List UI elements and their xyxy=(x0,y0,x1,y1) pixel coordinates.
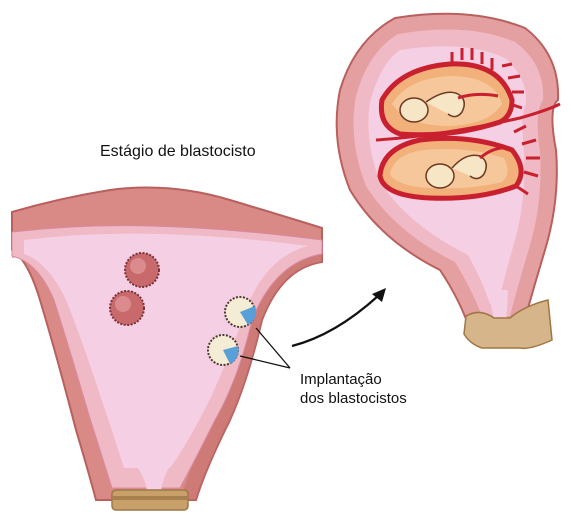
blastocyst-2 xyxy=(110,291,144,325)
pointer-line-1 xyxy=(256,328,290,368)
blastocyst-1 xyxy=(125,253,159,287)
implantation-label-line2: dos blastocistos xyxy=(300,389,407,408)
implantation-label-line1: Implantação xyxy=(300,370,407,389)
transition-arrow xyxy=(292,288,386,346)
stage-label: Estágio de blastocisto xyxy=(100,143,256,161)
uterus-cross-section xyxy=(12,188,322,510)
pregnant-uterus xyxy=(337,14,560,349)
implantation-label: Implantação dos blastocistos xyxy=(300,370,407,408)
implanting-blastocyst-2 xyxy=(208,335,239,365)
